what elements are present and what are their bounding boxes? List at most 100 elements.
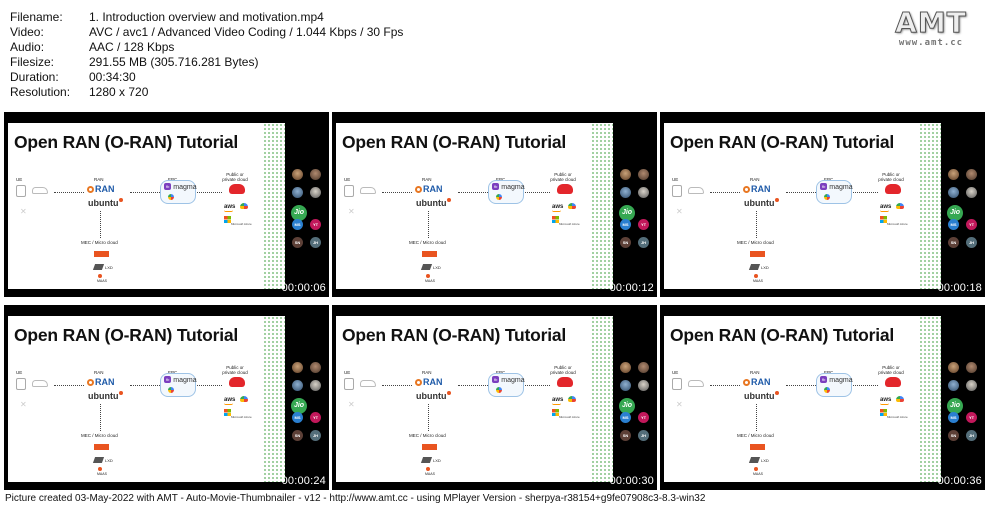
aws-text: aws [224,204,236,210]
magma-logo: fb magma [820,376,853,384]
participant-avatar: YT [966,219,977,230]
ue-label: UE [344,370,351,375]
lxd-icon [748,457,761,463]
slide-title: Open RAN (O-RAN) Tutorial [670,325,895,345]
device-icon [344,185,354,197]
jio-logo: Jio [291,398,307,414]
microsoft-label: Microsoft Azure [559,222,580,226]
avatar [948,362,959,373]
video-thumbnail[interactable]: Open RAN (O-RAN) Tutorial UE RAN EPC Pub… [660,305,985,490]
oran-text: RAN [423,184,443,194]
microsoft-label: Microsoft Azure [231,222,252,226]
jio-logo: Jio [619,205,635,221]
avatar [966,362,977,373]
aws-logo: aws [552,397,563,405]
connector-line [458,385,488,386]
participant-avatar: SN [620,430,631,441]
info-value: 00:34:30 [89,70,136,84]
aws-logo: aws [880,204,891,212]
oran-ring-icon [415,186,422,193]
ran-label: RAN [94,177,104,182]
lxd-label: LXD [105,458,113,463]
ubuntu-logo: ubuntu [88,198,123,208]
avatar [620,169,631,180]
slide-frame: Open RAN (O-RAN) Tutorial UE RAN EPC Pub… [336,123,613,289]
slide-title: Open RAN (O-RAN) Tutorial [342,325,567,345]
connector-line [194,192,222,193]
file-info-row: Filesize:291.55 MB (305.716.281 Bytes) [10,55,403,70]
participant-avatar: SN [292,237,303,248]
avatar [620,380,631,391]
participant-panel: Jio MS YT SN JH [616,316,657,482]
drone-icon: ✕ [676,207,683,216]
slide-frame: Open RAN (O-RAN) Tutorial UE RAN EPC Pub… [336,316,613,482]
slide-frame: Open RAN (O-RAN) Tutorial UE RAN EPC Pub… [664,316,941,482]
lxd-label: LXD [433,458,441,463]
avatar [966,380,977,391]
ran-label: RAN [750,370,760,375]
video-thumbnail[interactable]: Open RAN (O-RAN) Tutorial UE RAN EPC Pub… [332,305,657,490]
participant-avatar: SN [948,237,959,248]
video-thumbnail[interactable]: Open RAN (O-RAN) Tutorial UE RAN EPC Pub… [332,112,657,297]
connector-line [786,192,816,193]
oran-ring-icon [743,379,750,386]
ue-label: UE [16,370,23,375]
microsoft-icon [552,216,559,223]
participant-avatar: YT [966,412,977,423]
connector-line [756,211,757,238]
participant-avatar: YT [310,412,321,423]
epc-label: EPC [168,177,177,182]
info-value: 291.55 MB (305.716.281 Bytes) [89,55,259,69]
video-thumbnail[interactable]: Open RAN (O-RAN) Tutorial UE RAN EPC Pub… [660,112,985,297]
info-value: AVC / avc1 / Advanced Video Coding / 1.0… [89,25,404,39]
ran-label: RAN [422,370,432,375]
participant-avatar: MS [292,219,303,230]
timestamp: 00:00:18 [937,282,982,294]
footer-credit: Picture created 03-May-2022 with AMT - A… [5,493,706,504]
lxd-icon [420,457,433,463]
video-thumbnail[interactable]: Open RAN (O-RAN) Tutorial UE RAN EPC Pub… [4,305,329,490]
cloud-label: Public or private cloud [550,172,576,182]
ubuntu-logo: ubuntu [416,198,451,208]
avatar [948,169,959,180]
participant-avatar: JH [310,237,321,248]
magma-logo: fb magma [164,183,197,191]
maas-icon [754,274,758,278]
slide-title: Open RAN (O-RAN) Tutorial [14,132,239,152]
google-cloud-icon [568,396,576,402]
microsoft-icon [224,409,231,416]
ue-label: UE [16,177,23,182]
lxd-icon [420,264,433,270]
participant-avatar: YT [638,219,649,230]
oran-ring-icon [743,186,750,193]
ubuntu-icon [774,391,779,395]
ubuntu-text: ubuntu [88,391,119,401]
magma-logo: fb magma [492,376,525,384]
magma-text: magma [173,377,197,384]
connector-line [100,211,101,238]
car-icon [688,187,704,194]
ran-label: RAN [94,370,104,375]
epc-label: EPC [496,177,505,182]
dot-pattern [263,316,285,482]
ubuntu-text: ubuntu [416,198,447,208]
jio-logo: Jio [619,398,635,414]
video-thumbnail[interactable]: Open RAN (O-RAN) Tutorial UE RAN EPC Pub… [4,112,329,297]
drone-icon: ✕ [20,207,27,216]
mec-label: MEC / Micro cloud [81,433,118,438]
aws-text: aws [880,204,892,210]
ubuntu-logo: ubuntu [88,391,123,401]
ubuntu-logo: ubuntu [744,391,779,401]
connector-line [54,192,84,193]
ran-label: RAN [422,177,432,182]
car-icon [360,187,376,194]
magma-text: magma [829,377,853,384]
oran-text: RAN [95,184,115,194]
avatar [620,187,631,198]
avatar [292,380,303,391]
info-value: 1. Introduction overview and motivation.… [89,10,324,24]
private-cloud-icon [557,377,573,387]
avatar [292,169,303,180]
google-cloud-icon [824,194,830,200]
participant-avatar: JH [638,430,649,441]
